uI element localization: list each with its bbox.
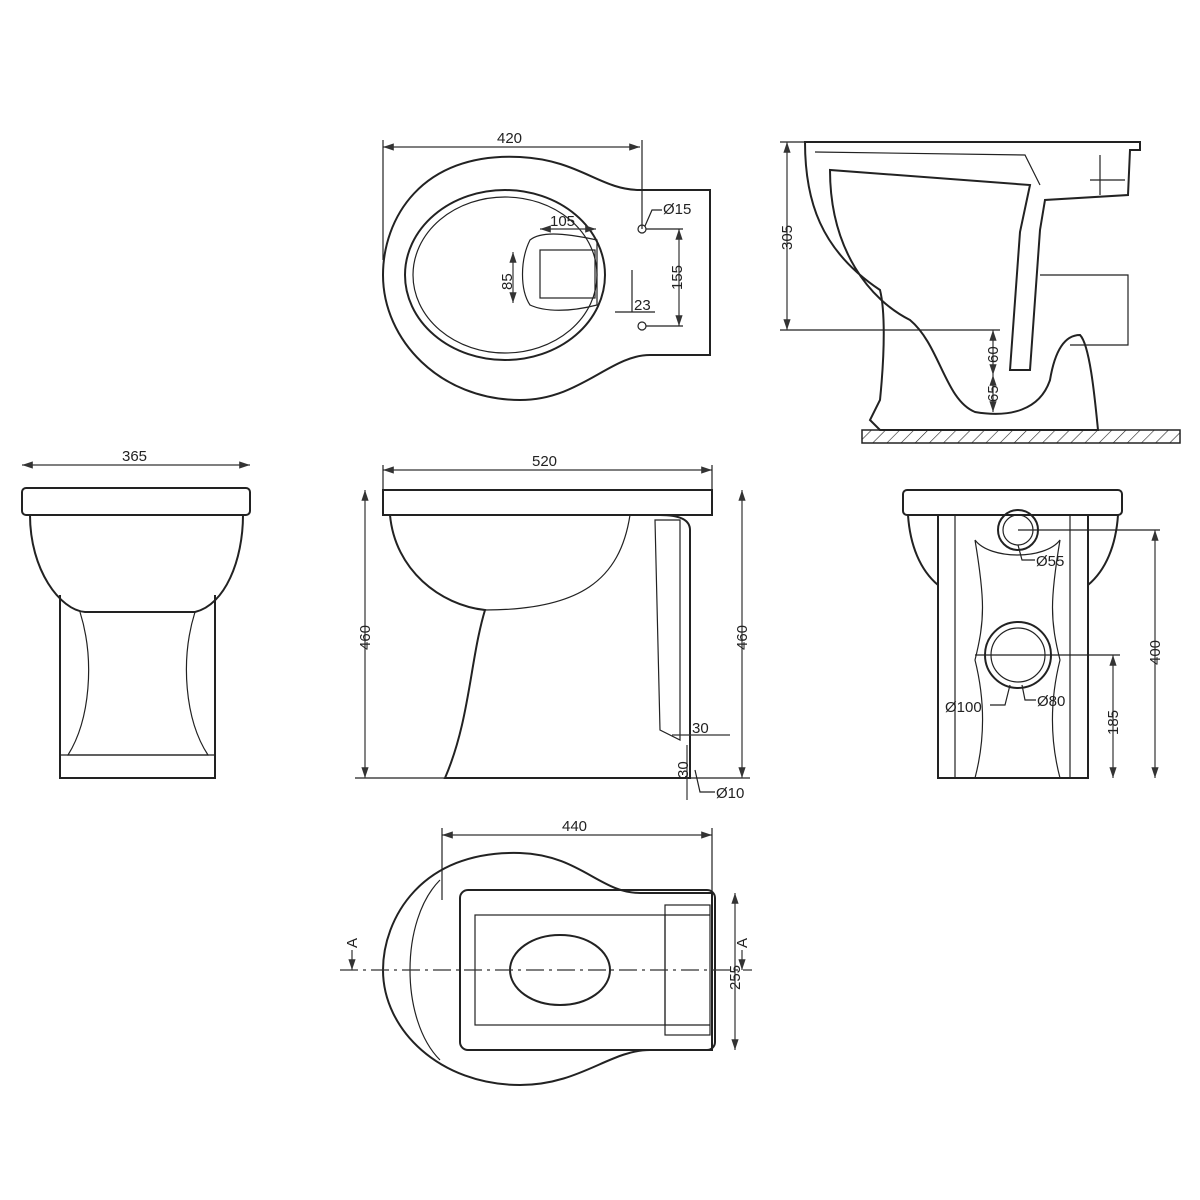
- dim-dia15: Ø15: [663, 201, 691, 218]
- dim-60: 60: [985, 346, 1002, 363]
- dim-520: 520: [532, 453, 557, 470]
- front-view: 365: [21, 448, 251, 779]
- dim-440: 440: [562, 818, 587, 835]
- dim-255: 255: [727, 965, 744, 990]
- dim-23: 23: [634, 297, 651, 314]
- dim-65: 65: [985, 385, 1002, 402]
- dim-460-right: 460: [734, 625, 751, 650]
- dim-420: 420: [497, 130, 522, 147]
- dim-105: 105: [550, 213, 575, 230]
- dim-30-vertical: 30: [675, 761, 692, 778]
- section-mark-right: A: [734, 938, 751, 948]
- dim-dia100: Ø100: [945, 699, 982, 716]
- top-view: 420 105 85 155 Ø15 23: [381, 130, 711, 402]
- section-view: 305 60 65: [779, 141, 1181, 444]
- dim-305: 305: [779, 225, 796, 250]
- side-view: 520 460 460 30 30 Ø10: [355, 453, 751, 802]
- dim-365: 365: [122, 448, 147, 465]
- dim-85: 85: [499, 273, 516, 290]
- plan-view: 440 255 A A: [340, 818, 752, 1087]
- section-mark-left: A: [344, 938, 361, 948]
- dim-dia10: Ø10: [716, 785, 744, 802]
- dim-dia55: Ø55: [1036, 553, 1064, 570]
- dim-400: 400: [1147, 640, 1164, 665]
- dim-155: 155: [669, 265, 686, 290]
- dim-185: 185: [1105, 710, 1122, 735]
- dim-30-horizontal: 30: [692, 720, 709, 737]
- dim-dia80: Ø80: [1037, 693, 1065, 710]
- dim-460-left: 460: [357, 625, 374, 650]
- rear-view: 400 185 Ø55 Ø100 Ø80: [902, 489, 1164, 779]
